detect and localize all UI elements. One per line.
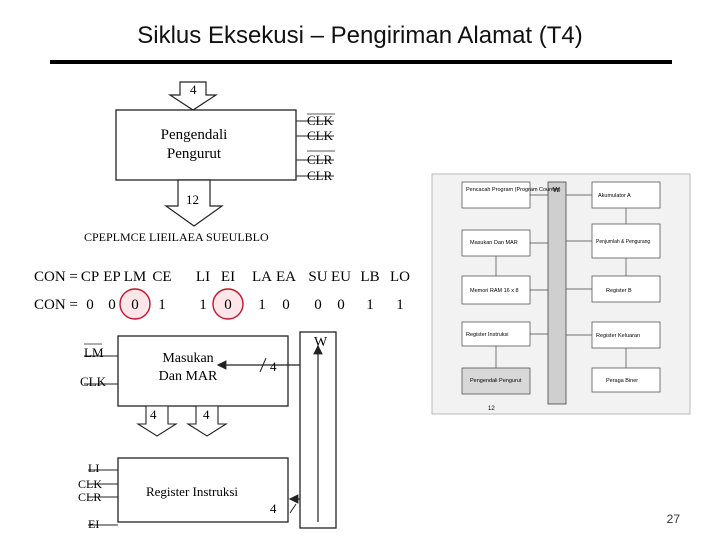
control-input-clr-1: CLR	[307, 152, 333, 167]
overview-display-block	[591, 367, 661, 393]
ir-input-clk: CLK	[78, 477, 102, 491]
con-signal-ea: EA	[276, 269, 296, 285]
svg-text:Memori RAM 16 x 8: Memori RAM 16 x 8	[470, 288, 519, 294]
w-bus-label: W	[314, 335, 328, 350]
svg-text:Register B: Register B	[606, 288, 632, 294]
ir-diagram: Register Instruksi LI CLK CLR EI 4	[78, 457, 312, 531]
overview-b-block	[591, 275, 661, 303]
con-signal-lb: LB	[360, 269, 379, 285]
overview-ir-block	[461, 321, 531, 347]
mar-out-left: 4	[150, 407, 157, 422]
con-signal-ei: EI	[221, 269, 235, 285]
sap-overview-diagram: W Pencacah Program (Program Counter) Mas…	[431, 173, 691, 415]
con-signal-lm: LM	[124, 269, 147, 285]
con-signal-li: LI	[196, 269, 210, 285]
mar-diagram: Masukan Dan MAR LM CLK 4 4 4	[80, 335, 312, 437]
mar-out-right: 4	[203, 407, 210, 422]
control-bus-out-width: 12	[186, 192, 199, 207]
mar-input-lm: LM	[84, 345, 104, 360]
con-signal-cp: CP	[81, 269, 99, 285]
svg-text:Masukan Dan MAR: Masukan Dan MAR	[470, 240, 518, 246]
con-signal-eu: EU	[331, 269, 351, 285]
con-row2-label: CON =	[34, 297, 78, 313]
slide-title: Siklus Eksekusi – Pengiriman Alamat (T4)	[137, 22, 583, 49]
mar-label-2: Dan MAR	[159, 369, 218, 384]
con-value: 1	[396, 297, 404, 313]
control-unit-label-2: Pengurut	[167, 146, 222, 162]
w-bus: W	[299, 331, 337, 529]
overview-control-block	[461, 367, 531, 395]
con-value: 0	[314, 297, 322, 313]
con-value: 1	[158, 297, 166, 313]
con-value: 1	[258, 297, 266, 313]
svg-text:Akumulator A: Akumulator A	[598, 193, 631, 199]
con-value: 0	[282, 297, 290, 313]
control-unit-diagram: 4 Pengendali Pengurut CLK CLK CLR CLR 12	[115, 81, 335, 227]
title-divider	[50, 60, 672, 64]
con-row1-label: CON =	[34, 269, 78, 285]
control-signal-row: CPEPLMCE LIEILAEA SUEULBLO	[84, 230, 269, 244]
mar-input-clk: CLK	[80, 374, 107, 389]
ir-box	[117, 457, 289, 523]
mar-bus-in-width: 4	[270, 359, 277, 374]
con-signal-ep: EP	[103, 269, 121, 285]
con-value: 1	[366, 297, 374, 313]
con-value: 0	[337, 297, 345, 313]
svg-text:12: 12	[488, 406, 495, 412]
con-signal-su: SU	[308, 269, 327, 285]
svg-text:Pengendali Pengurut: Pengendali Pengurut	[470, 378, 522, 384]
ir-label: Register Instruksi	[146, 484, 238, 499]
svg-text:Register Instruksi: Register Instruksi	[466, 332, 509, 338]
overview-out-block	[591, 321, 661, 349]
control-input-clk-2: CLK	[307, 128, 334, 143]
svg-text:Penjumlah & Pengurang: Penjumlah & Pengurang	[596, 239, 650, 245]
ir-input-ei: EI	[88, 517, 99, 531]
con-value: 0	[108, 297, 116, 313]
con-value: 1	[199, 297, 207, 313]
con-value: 0	[131, 297, 139, 313]
control-input-clr-2: CLR	[307, 168, 333, 183]
bus-arrow-out-control	[164, 179, 224, 227]
con-value: 0	[224, 297, 232, 313]
mar-label-1: Masukan	[162, 351, 213, 366]
overview-pc-block	[461, 181, 531, 209]
control-unit-box	[115, 109, 297, 181]
con-signal-ce: CE	[152, 269, 171, 285]
control-input-clk-1: CLK	[307, 113, 334, 128]
svg-text:Register Keluaran: Register Keluaran	[596, 333, 640, 339]
overview-ram-block	[461, 275, 531, 305]
ir-input-li: LI	[88, 461, 99, 475]
con-value: 0	[86, 297, 94, 313]
highlight-circle	[119, 288, 151, 320]
control-unit-label-1: Pengendali	[161, 127, 228, 143]
bus-arrow-in-control	[167, 81, 219, 111]
overview-bus-label: W	[553, 187, 560, 194]
ir-bus-in-width: 4	[270, 501, 277, 516]
con-signal-lo: LO	[390, 269, 410, 285]
ir-input-clr: CLR	[78, 490, 101, 504]
control-bus-in-width: 4	[190, 82, 197, 97]
con-signal-la: LA	[252, 269, 272, 285]
page-number: 27	[666, 512, 680, 526]
svg-text:Peraga Biner: Peraga Biner	[606, 378, 638, 384]
highlight-circle	[212, 288, 244, 320]
svg-text:Pencacah Program (Program Coun: Pencacah Program (Program Counter)	[466, 187, 561, 193]
mar-box	[117, 335, 289, 407]
